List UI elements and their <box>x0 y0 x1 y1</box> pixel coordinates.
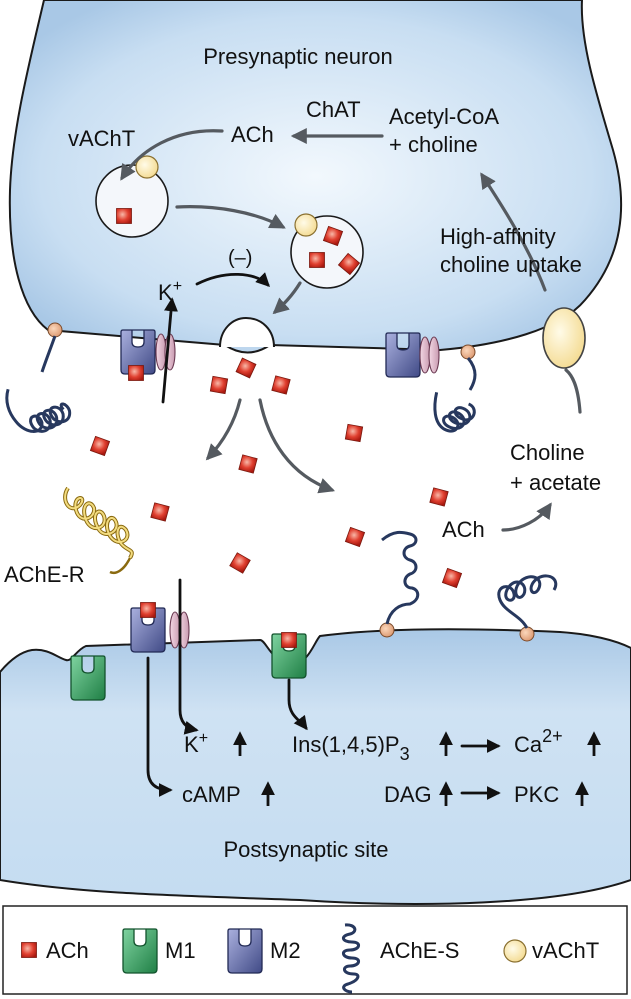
signaling-arrows <box>146 272 501 800</box>
legend-ache-s: AChE-S <box>380 938 459 963</box>
tether <box>466 357 477 391</box>
ache-r-coil <box>63 486 134 575</box>
camp-label: cAMP <box>182 782 241 807</box>
dag-label: DAG <box>384 782 432 807</box>
ach-square-icon <box>21 942 37 958</box>
calcium-label: Ca2+ <box>514 726 563 757</box>
chat-label: ChAT <box>306 97 361 122</box>
plus-choline-label: + choline <box>389 132 478 157</box>
presynaptic-k-label: K+ <box>158 278 182 305</box>
postsynaptic-k-label: K+ <box>184 730 208 757</box>
high-affinity-label: High-affinity <box>440 224 556 249</box>
pathway-arrows <box>120 128 582 532</box>
tether <box>40 335 57 373</box>
legend: ACh M1 M2 AChE-S vAChT <box>2 905 628 995</box>
ache-r-label: AChE-R <box>4 562 85 587</box>
vacht-label: vAChT <box>68 126 135 151</box>
ache-s-coil-icon <box>497 574 558 629</box>
ach-molecule <box>116 208 132 224</box>
ache-s-coil-icon <box>342 923 360 994</box>
vesicle-empty <box>95 164 169 238</box>
anchor <box>519 626 535 642</box>
presynaptic-neuron <box>8 0 623 354</box>
choline-label: Choline <box>510 440 585 465</box>
postsynaptic-label: Postsynaptic site <box>223 837 388 862</box>
plus-acetate-label: + acetate <box>510 470 601 495</box>
legend-m1: M1 <box>165 938 196 963</box>
anchor <box>47 322 63 338</box>
ach-molecule <box>309 252 325 268</box>
legend-m2: M2 <box>270 938 301 963</box>
ach-label: ACh <box>231 122 274 147</box>
vacht-transporter <box>135 155 159 179</box>
vacht-transporter <box>294 213 318 237</box>
legend-vacht: vAChT <box>532 938 599 963</box>
anchor <box>379 622 395 638</box>
ach-molecule <box>281 632 297 648</box>
ache-s-coil-icon <box>381 530 420 625</box>
vacht-circle-icon <box>503 939 527 963</box>
ach-molecule <box>128 365 144 381</box>
inhibition-label: (–) <box>228 247 252 269</box>
pkc-label: PKC <box>514 782 559 807</box>
legend-ach: ACh <box>46 938 89 963</box>
ip3-label: Ins(1,4,5)P3 <box>292 732 410 764</box>
ache-s-coil-icon <box>5 388 72 433</box>
choline-transporter <box>542 307 586 369</box>
acetylcoa-label: Acetyl-CoA <box>389 104 499 129</box>
ache-s-coil-icon <box>433 392 476 433</box>
postsynaptic-site <box>0 628 631 905</box>
choline-uptake-label: choline uptake <box>440 252 582 277</box>
anchor <box>460 344 476 360</box>
ach-molecule <box>140 602 156 618</box>
ach-hydrolysis-label: ACh <box>442 517 485 542</box>
synaptic-ach-molecules <box>89 357 463 589</box>
up-arrow-icon <box>233 731 601 806</box>
presynaptic-label: Presynaptic neuron <box>203 44 393 69</box>
